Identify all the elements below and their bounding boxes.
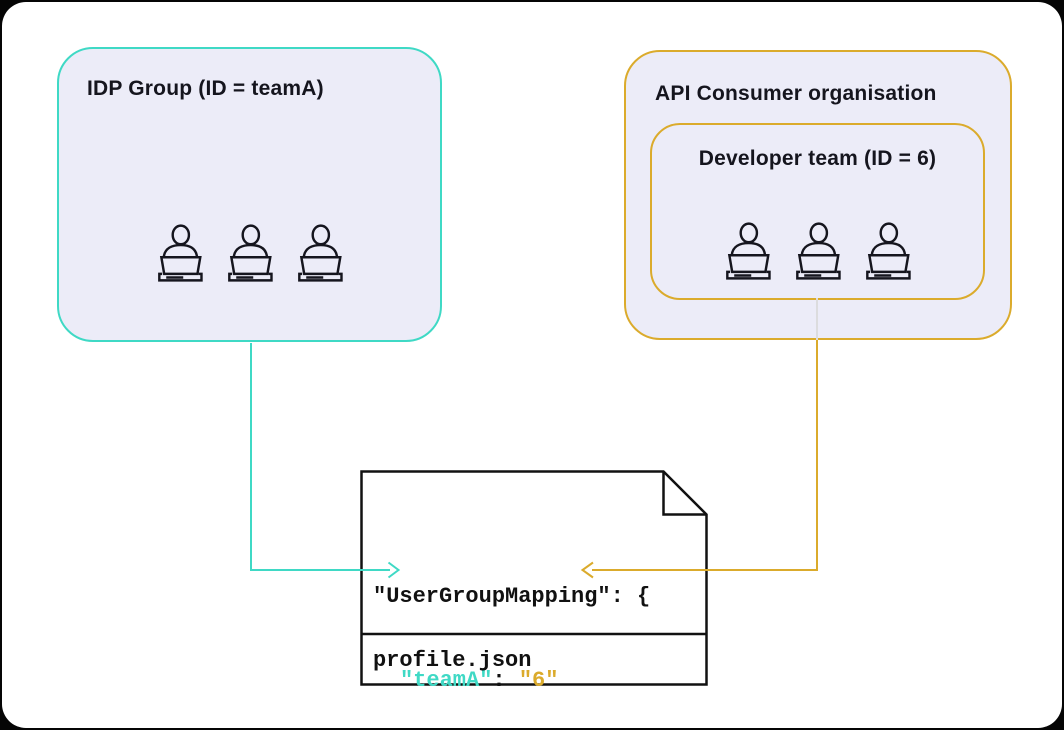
- profile-json-document: "UserGroupMapping": { "teamA": "6" } pro…: [360, 470, 708, 693]
- json-code-block: "UserGroupMapping": { "teamA": "6" }: [373, 527, 650, 730]
- mapping-key: "teamA": [400, 668, 493, 693]
- mapping-separator: :: [492, 668, 519, 693]
- mapping-value: "6": [518, 668, 559, 693]
- code-open-line: "UserGroupMapping": {: [373, 584, 651, 609]
- person-at-laptop-icon: [294, 224, 346, 284]
- person-at-laptop-icon: [792, 222, 844, 282]
- idp-group-title: IDP Group (ID = teamA): [87, 77, 324, 100]
- document-filename: profile.json: [373, 647, 532, 673]
- idp-group-box: IDP Group (ID = teamA): [57, 47, 442, 342]
- api-consumer-org-box: API Consumer organisation Developer team…: [624, 50, 1012, 340]
- developer-team-title: Developer team (ID = 6): [698, 147, 937, 170]
- person-at-laptop-icon: [154, 224, 206, 284]
- developer-team-box: Developer team (ID = 6): [650, 123, 985, 300]
- person-at-laptop-icon: [862, 222, 914, 282]
- code-mapping-line: "teamA": "6": [373, 667, 650, 695]
- api-consumer-org-title: API Consumer organisation: [655, 82, 937, 105]
- person-at-laptop-icon: [224, 224, 276, 284]
- idp-group-members: [59, 224, 440, 284]
- person-at-laptop-icon: [722, 222, 774, 282]
- developer-team-members: [652, 222, 983, 282]
